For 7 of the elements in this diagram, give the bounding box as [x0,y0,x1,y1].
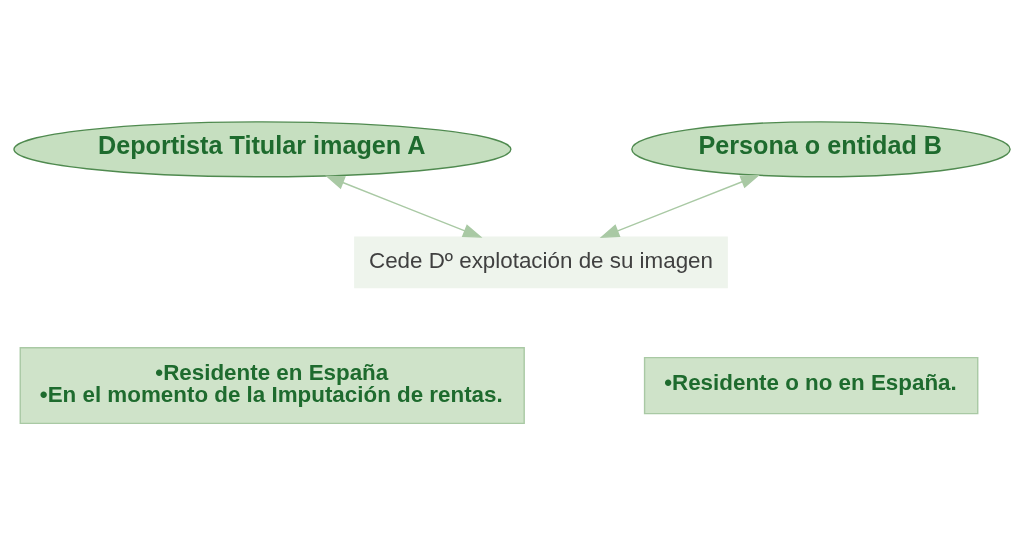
node-box: Cede Dº explotación de su imagen [354,236,728,288]
node-ellipse: Persona o entidad B [631,120,1011,177]
node-box: •Residente o no en España. [643,356,979,414]
arrow [599,174,761,238]
node-ellipse: Deportista Titular imagen A [13,120,512,177]
node-box: •Residente en España •En el momento de la Imputación de rentas. [19,346,525,424]
arrow [325,175,483,238]
